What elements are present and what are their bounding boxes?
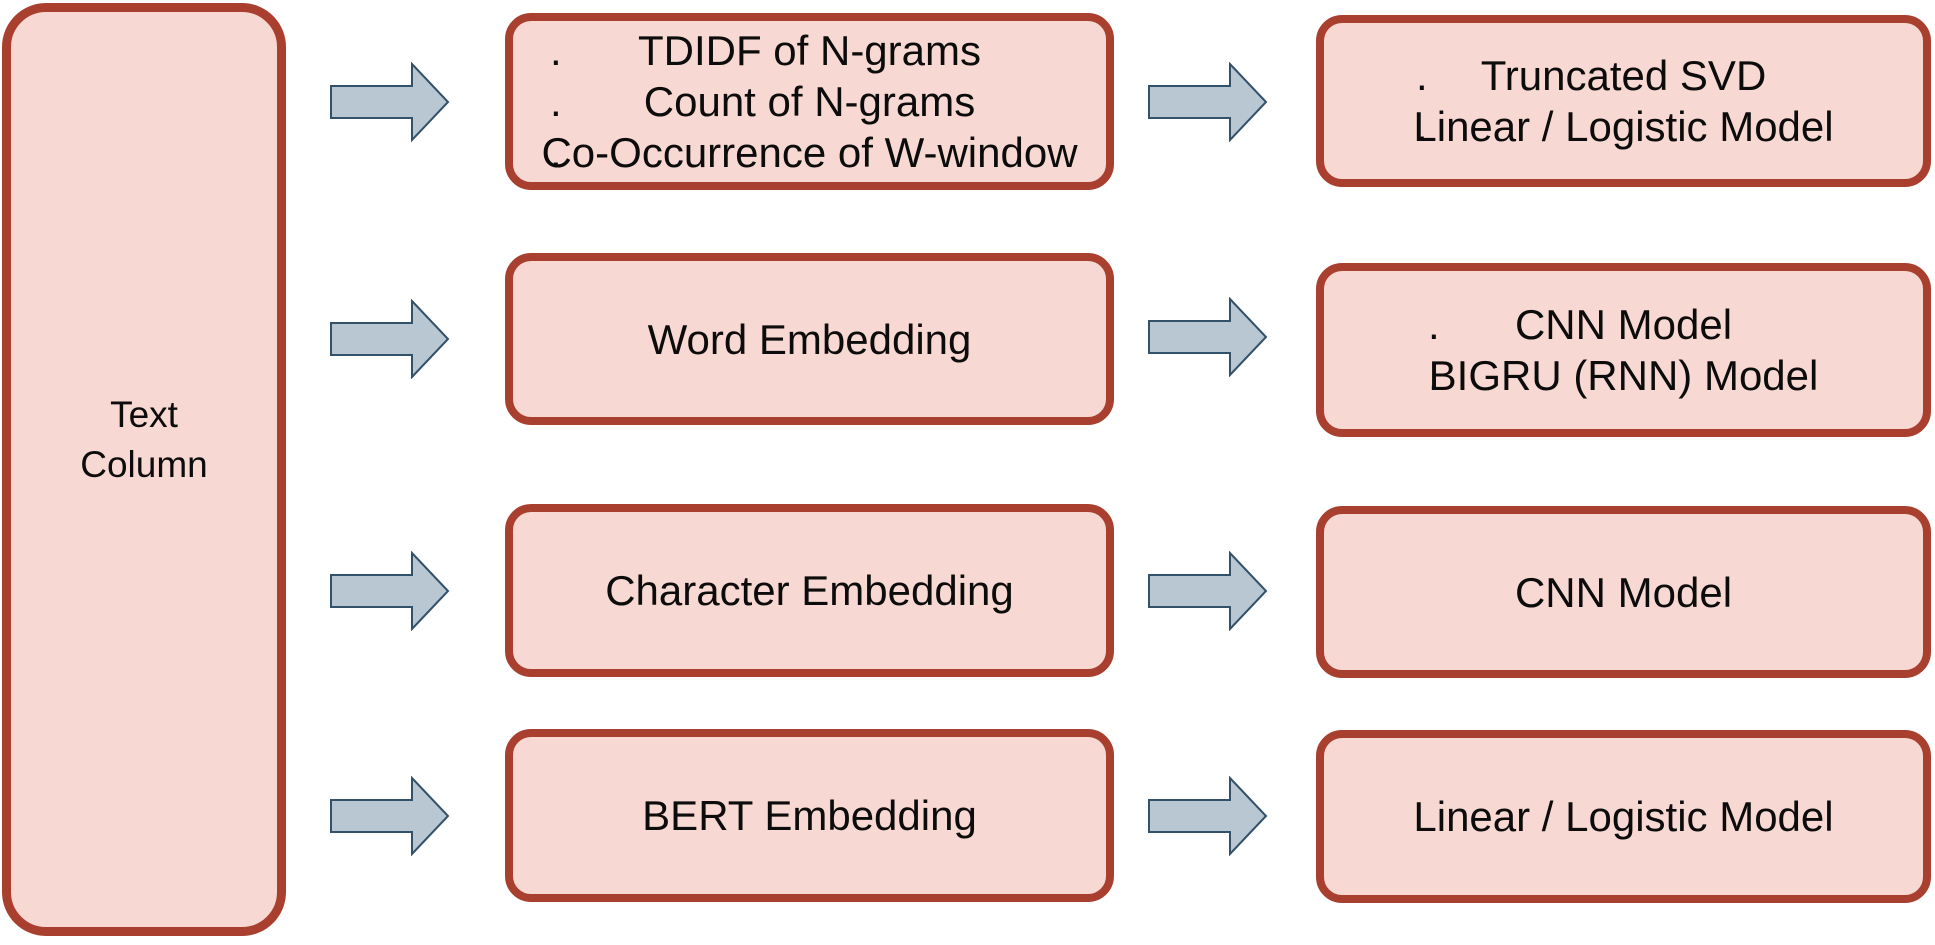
node-label: CNN Model: [1514, 568, 1733, 616]
node-label: CNN Model: [1514, 301, 1733, 348]
right-arrow-icon: [1148, 776, 1268, 856]
node-label-line: Text: [110, 393, 178, 435]
node-text-column: Text Column: [2, 3, 286, 936]
node-ngram-features: .TDIDF of N-grams .Count of N-grams .Co-…: [505, 13, 1114, 190]
right-arrow-icon: [1148, 62, 1268, 142]
node-label-line: . TDIDF of N-grams: [513, 25, 1106, 76]
right-arrow-shape: [1148, 297, 1268, 377]
node-cnn-model: CNN Model: [1316, 506, 1931, 678]
node-label-line: .Linear / Logistic Model: [1324, 101, 1923, 152]
node-label-line: . Count of N-grams: [513, 76, 1106, 127]
right-arrow-shape: [1148, 551, 1268, 631]
node-label: Count of N-grams: [643, 78, 976, 125]
right-arrow-shape: [330, 776, 450, 856]
node-label-line: . CNN Model: [1324, 299, 1923, 350]
right-arrow-shape: [1148, 776, 1268, 856]
node-cnn-bigru-models: . CNN Model .BIGRU (RNN) Model: [1316, 263, 1931, 437]
right-arrow-icon: [330, 62, 450, 142]
node-label: Word Embedding: [647, 315, 972, 363]
node-label-line: Column: [80, 443, 208, 485]
node-label-line: Character Embedding: [513, 565, 1106, 616]
right-arrow-shape: [1148, 62, 1268, 142]
right-arrow-shape: [330, 299, 450, 379]
bullet-dot: .: [550, 129, 562, 176]
node-linear-logistic-model: Linear / Logistic Model: [1316, 730, 1931, 903]
node-character-embedding: Character Embedding: [505, 504, 1114, 677]
node-label-line: Word Embedding: [513, 314, 1106, 365]
bullet-dot: .: [550, 27, 562, 74]
node-label: TDIDF of N-grams: [637, 27, 981, 74]
node-label: Co-Occurrence of W-window: [541, 129, 1078, 176]
right-arrow-icon: [1148, 551, 1268, 631]
bullet-dot: .: [1428, 301, 1440, 348]
right-arrow-icon: [330, 776, 450, 856]
node-label-line: .BIGRU (RNN) Model: [1324, 350, 1923, 401]
node-label: Linear / Logistic Model: [1413, 103, 1834, 150]
right-arrow-shape: [330, 551, 450, 631]
node-label-line: CNN Model: [1324, 567, 1923, 618]
node-label: Truncated SVD: [1480, 52, 1767, 99]
node-label: Linear / Logistic Model: [1413, 793, 1834, 840]
right-arrow-shape: [330, 62, 450, 142]
bullet-dot: .: [550, 78, 562, 125]
node-label: Text Column: [11, 390, 277, 490]
right-arrow-icon: [330, 299, 450, 379]
node-word-embedding: Word Embedding: [505, 253, 1114, 425]
node-label: BERT Embedding: [642, 792, 977, 839]
node-truncated-svd-linear-model: . Truncated SVD .Linear / Logistic Model: [1316, 15, 1931, 187]
bullet-dot: .: [1428, 352, 1440, 399]
node-label-line: .Co-Occurrence of W-window: [513, 127, 1106, 178]
node-label: BIGRU (RNN) Model: [1428, 352, 1819, 399]
right-arrow-icon: [330, 551, 450, 631]
bullet-dot: .: [1416, 103, 1428, 150]
node-label-line: BERT Embedding: [513, 790, 1106, 841]
right-arrow-icon: [1148, 297, 1268, 377]
node-bert-embedding: BERT Embedding: [505, 729, 1114, 902]
node-label-line: . Truncated SVD: [1324, 50, 1923, 101]
bullet-dot: .: [1416, 52, 1428, 99]
node-label-line: Linear / Logistic Model: [1324, 791, 1923, 842]
node-label: Character Embedding: [605, 567, 1014, 614]
